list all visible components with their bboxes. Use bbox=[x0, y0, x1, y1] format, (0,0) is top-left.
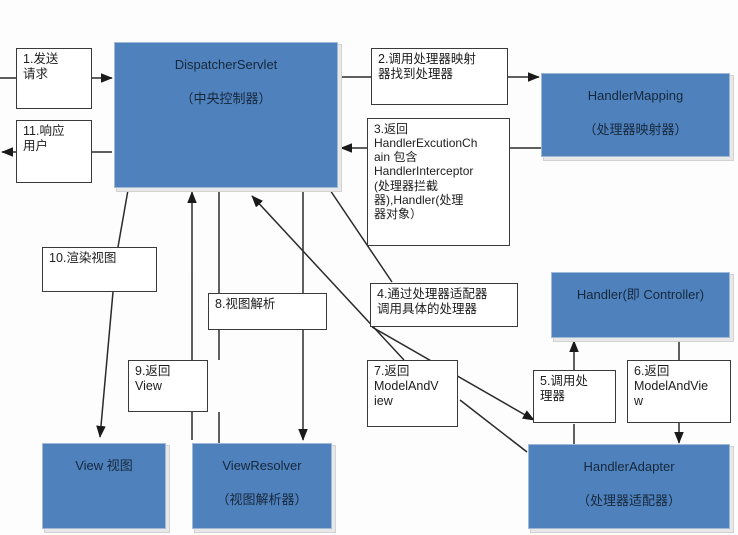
step-note-9[interactable]: 9.返回 View bbox=[128, 360, 208, 412]
step-note-6[interactable]: 6.返回 ModelAndVie w bbox=[627, 360, 731, 423]
step-note-4[interactable]: 4.通过处理器适配器 调用具体的处理器 bbox=[370, 283, 518, 327]
component-dispatcher-servlet[interactable]: DispatcherServlet （中央控制器） bbox=[114, 42, 338, 188]
component-view-resolver[interactable]: ViewResolver （视图解析器） bbox=[192, 443, 332, 529]
view-resolver-subtitle: （视图解析器） bbox=[216, 492, 308, 507]
step-note-2[interactable]: 2.调用处理器映射 器找到处理器 bbox=[371, 48, 508, 105]
handler-adapter-title: HandlerAdapter bbox=[583, 459, 675, 474]
step-note-5[interactable]: 5.调用处 理器 bbox=[533, 370, 616, 423]
handler-mapping-subtitle: （处理器映射器） bbox=[583, 122, 688, 137]
handler-adapter-subtitle: （处理器适配器） bbox=[576, 493, 681, 508]
component-handler-mapping[interactable]: HandlerMapping （处理器映射器） bbox=[541, 73, 730, 157]
step-note-3[interactable]: 3.返回 HandlerExcutionCh ain 包含 HandlerInt… bbox=[367, 118, 510, 246]
component-handler-adapter[interactable]: HandlerAdapter （处理器适配器） bbox=[528, 444, 730, 529]
view-title: View 视图 bbox=[75, 458, 133, 473]
view-resolver-title: ViewResolver bbox=[222, 458, 302, 473]
step-note-7[interactable]: 7.返回 ModelAndV iew bbox=[367, 360, 458, 427]
dispatcher-servlet-subtitle: （中央控制器） bbox=[180, 91, 272, 106]
step-note-10[interactable]: 10.渲染视图 bbox=[42, 247, 157, 292]
step-note-8[interactable]: 8.视图解析 bbox=[208, 293, 327, 330]
step-note-1[interactable]: 1.发送 请求 bbox=[16, 48, 92, 109]
handler-title: Handler(即 Controller) bbox=[576, 287, 705, 302]
step-note-11[interactable]: 11.响应 用户 bbox=[16, 120, 92, 183]
component-view[interactable]: View 视图 bbox=[42, 443, 166, 529]
dispatcher-servlet-title: DispatcherServlet bbox=[174, 57, 278, 72]
handler-mapping-title: HandlerMapping bbox=[587, 88, 684, 103]
component-handler[interactable]: Handler(即 Controller) bbox=[551, 272, 730, 338]
